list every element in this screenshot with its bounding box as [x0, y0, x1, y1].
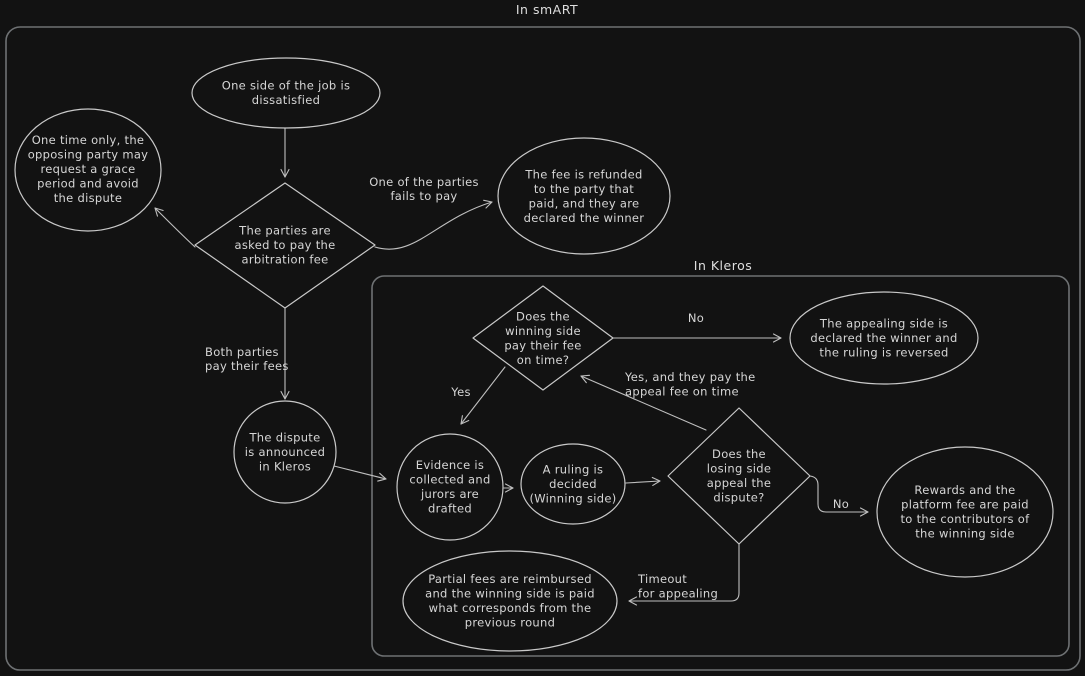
edge-losing-appeals-no-to-rewards: [809, 475, 869, 517]
node-evidence-collected-circle: [396, 433, 504, 541]
edge-pay-fee-to-fee-refunded: [374, 199, 493, 250]
edge-label-yes: Yes: [450, 385, 470, 399]
edge-winning-pays-yes-to-evidence: [460, 366, 506, 425]
node-dissatisfied-ellipse: [191, 57, 381, 129]
node-pay-arbitration-fee-diamond: [194, 182, 376, 309]
node-ruling-reversed-ellipse: [789, 291, 979, 385]
edge-ruling-to-losing-appeals: [625, 476, 661, 486]
node-dispute-announced-circle: [233, 400, 337, 504]
node-ruling-decided-ellipse: [520, 443, 626, 525]
node-fee-refunded-ellipse: [497, 137, 671, 255]
kleros-container-box: [371, 275, 1070, 657]
outer-container-box: [5, 26, 1081, 671]
node-grace-period-ellipse: [14, 108, 162, 232]
edge-label-no-right: No: [833, 497, 849, 511]
edge-pay-fee-to-grace-period: [154, 207, 196, 248]
kleros-container-title: In Kleros: [694, 258, 752, 273]
edge-dispute-announced-to-evidence: [333, 465, 387, 482]
edge-losing-appeals-timeout-to-partial-fees: [628, 543, 740, 606]
node-partial-fees-ellipse: [402, 550, 618, 652]
node-rewards-paid-ellipse: [876, 446, 1054, 578]
outer-container-title: In smART: [516, 2, 578, 17]
node-winning-side-pays-diamond: [472, 285, 614, 391]
node-losing-side-appeals-diamond: [667, 407, 811, 545]
edge-label-no-top: No: [688, 311, 704, 325]
edge-losing-appeals-yes-to-winning-pays: [580, 374, 707, 431]
